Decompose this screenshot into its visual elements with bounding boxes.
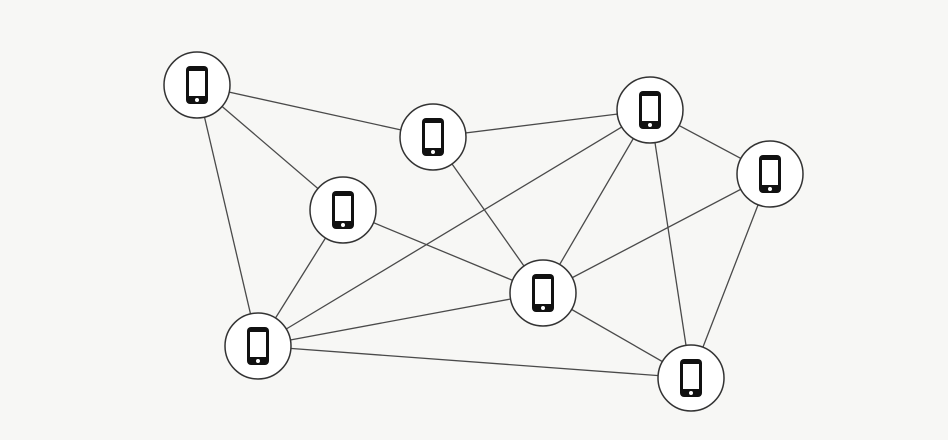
smartphone-icon: [247, 327, 269, 365]
connection-line-A-G: [196, 84, 259, 347]
connection-line-D-H: [690, 173, 771, 379]
smartphone-icon: [532, 274, 554, 312]
smartphone-icon: [639, 91, 661, 129]
device-node-F: [509, 259, 577, 327]
smartphone-icon: [186, 66, 208, 104]
connection-line-D-F: [542, 173, 771, 294]
device-node-H: [657, 344, 725, 412]
device-node-D: [736, 140, 804, 208]
smartphone-icon: [680, 359, 702, 397]
device-node-E: [309, 176, 377, 244]
connection-line-B-C: [432, 109, 651, 138]
smartphone-icon: [422, 118, 444, 156]
connection-line-E-F: [342, 209, 544, 294]
device-node-G: [224, 312, 292, 380]
connection-line-G-F: [257, 292, 544, 347]
device-node-B: [399, 103, 467, 171]
connection-line-C-F: [542, 109, 651, 294]
smartphone-icon: [332, 191, 354, 229]
connection-line-C-G: [257, 109, 651, 347]
smartphone-icon: [759, 155, 781, 193]
connection-line-G-H: [257, 345, 692, 379]
connection-line-A-B: [196, 84, 434, 138]
device-node-A: [163, 51, 231, 119]
device-node-C: [616, 76, 684, 144]
connection-line-C-H: [649, 109, 692, 379]
device-nodes: [163, 51, 804, 412]
